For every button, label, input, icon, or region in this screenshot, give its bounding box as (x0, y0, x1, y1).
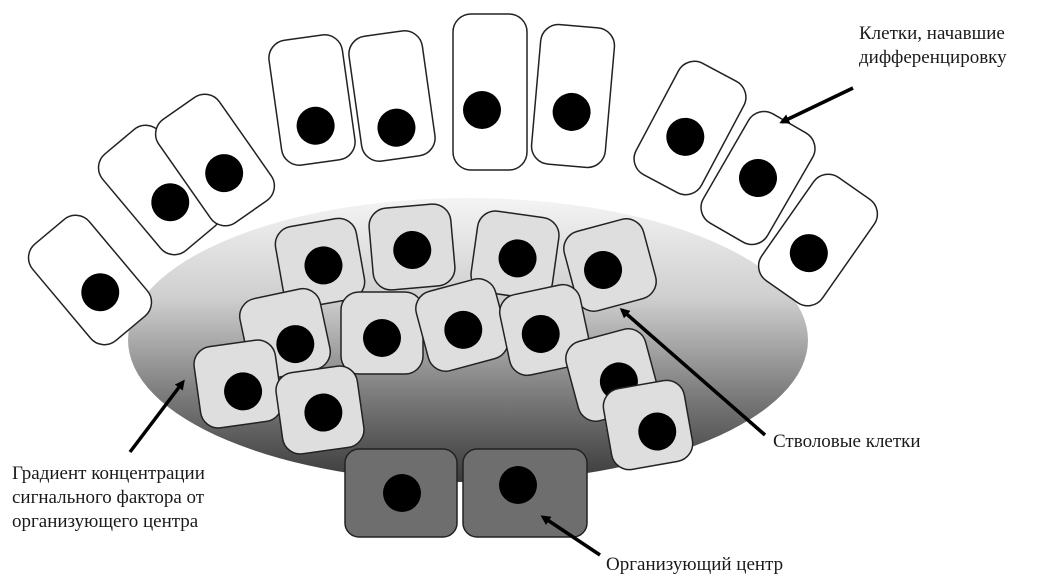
differentiating-cell (347, 28, 438, 163)
label-differentiating-cells: Клетки, начавшие дифференцировку (859, 22, 1007, 70)
label-gradient-line-3: организующего центра (12, 510, 205, 534)
differentiating-cell (453, 14, 527, 170)
stem-cell (341, 292, 423, 374)
stem-cell (192, 338, 285, 431)
label-organizing-center-text: Организующий центр (606, 553, 783, 577)
stem-cell (368, 203, 457, 292)
label-stem-cells: Стволовые клетки (773, 430, 921, 454)
nucleus (463, 91, 501, 129)
stem-cell (601, 378, 696, 473)
stem-cell (274, 364, 367, 457)
label-gradient: Градиент концентрации сигнального фактор… (12, 462, 205, 534)
nucleus (363, 319, 401, 357)
nucleus (499, 466, 537, 504)
organizer-cell (345, 449, 457, 537)
label-stem-cells-text: Стволовые клетки (773, 430, 921, 454)
label-differentiating-cells-line-1: Клетки, начавшие (859, 22, 1007, 46)
label-gradient-line-1: Градиент концентрации (12, 462, 205, 486)
nucleus (383, 474, 421, 512)
differentiating-cell (530, 23, 616, 169)
differentiating-cell (267, 32, 358, 167)
arrow-differentiating-cells (782, 88, 853, 122)
organizer-cell (463, 449, 587, 537)
label-organizing-center: Организующий центр (606, 553, 783, 577)
label-differentiating-cells-line-2: дифференцировку (859, 46, 1007, 70)
label-gradient-line-2: сигнального фактора от (12, 486, 205, 510)
